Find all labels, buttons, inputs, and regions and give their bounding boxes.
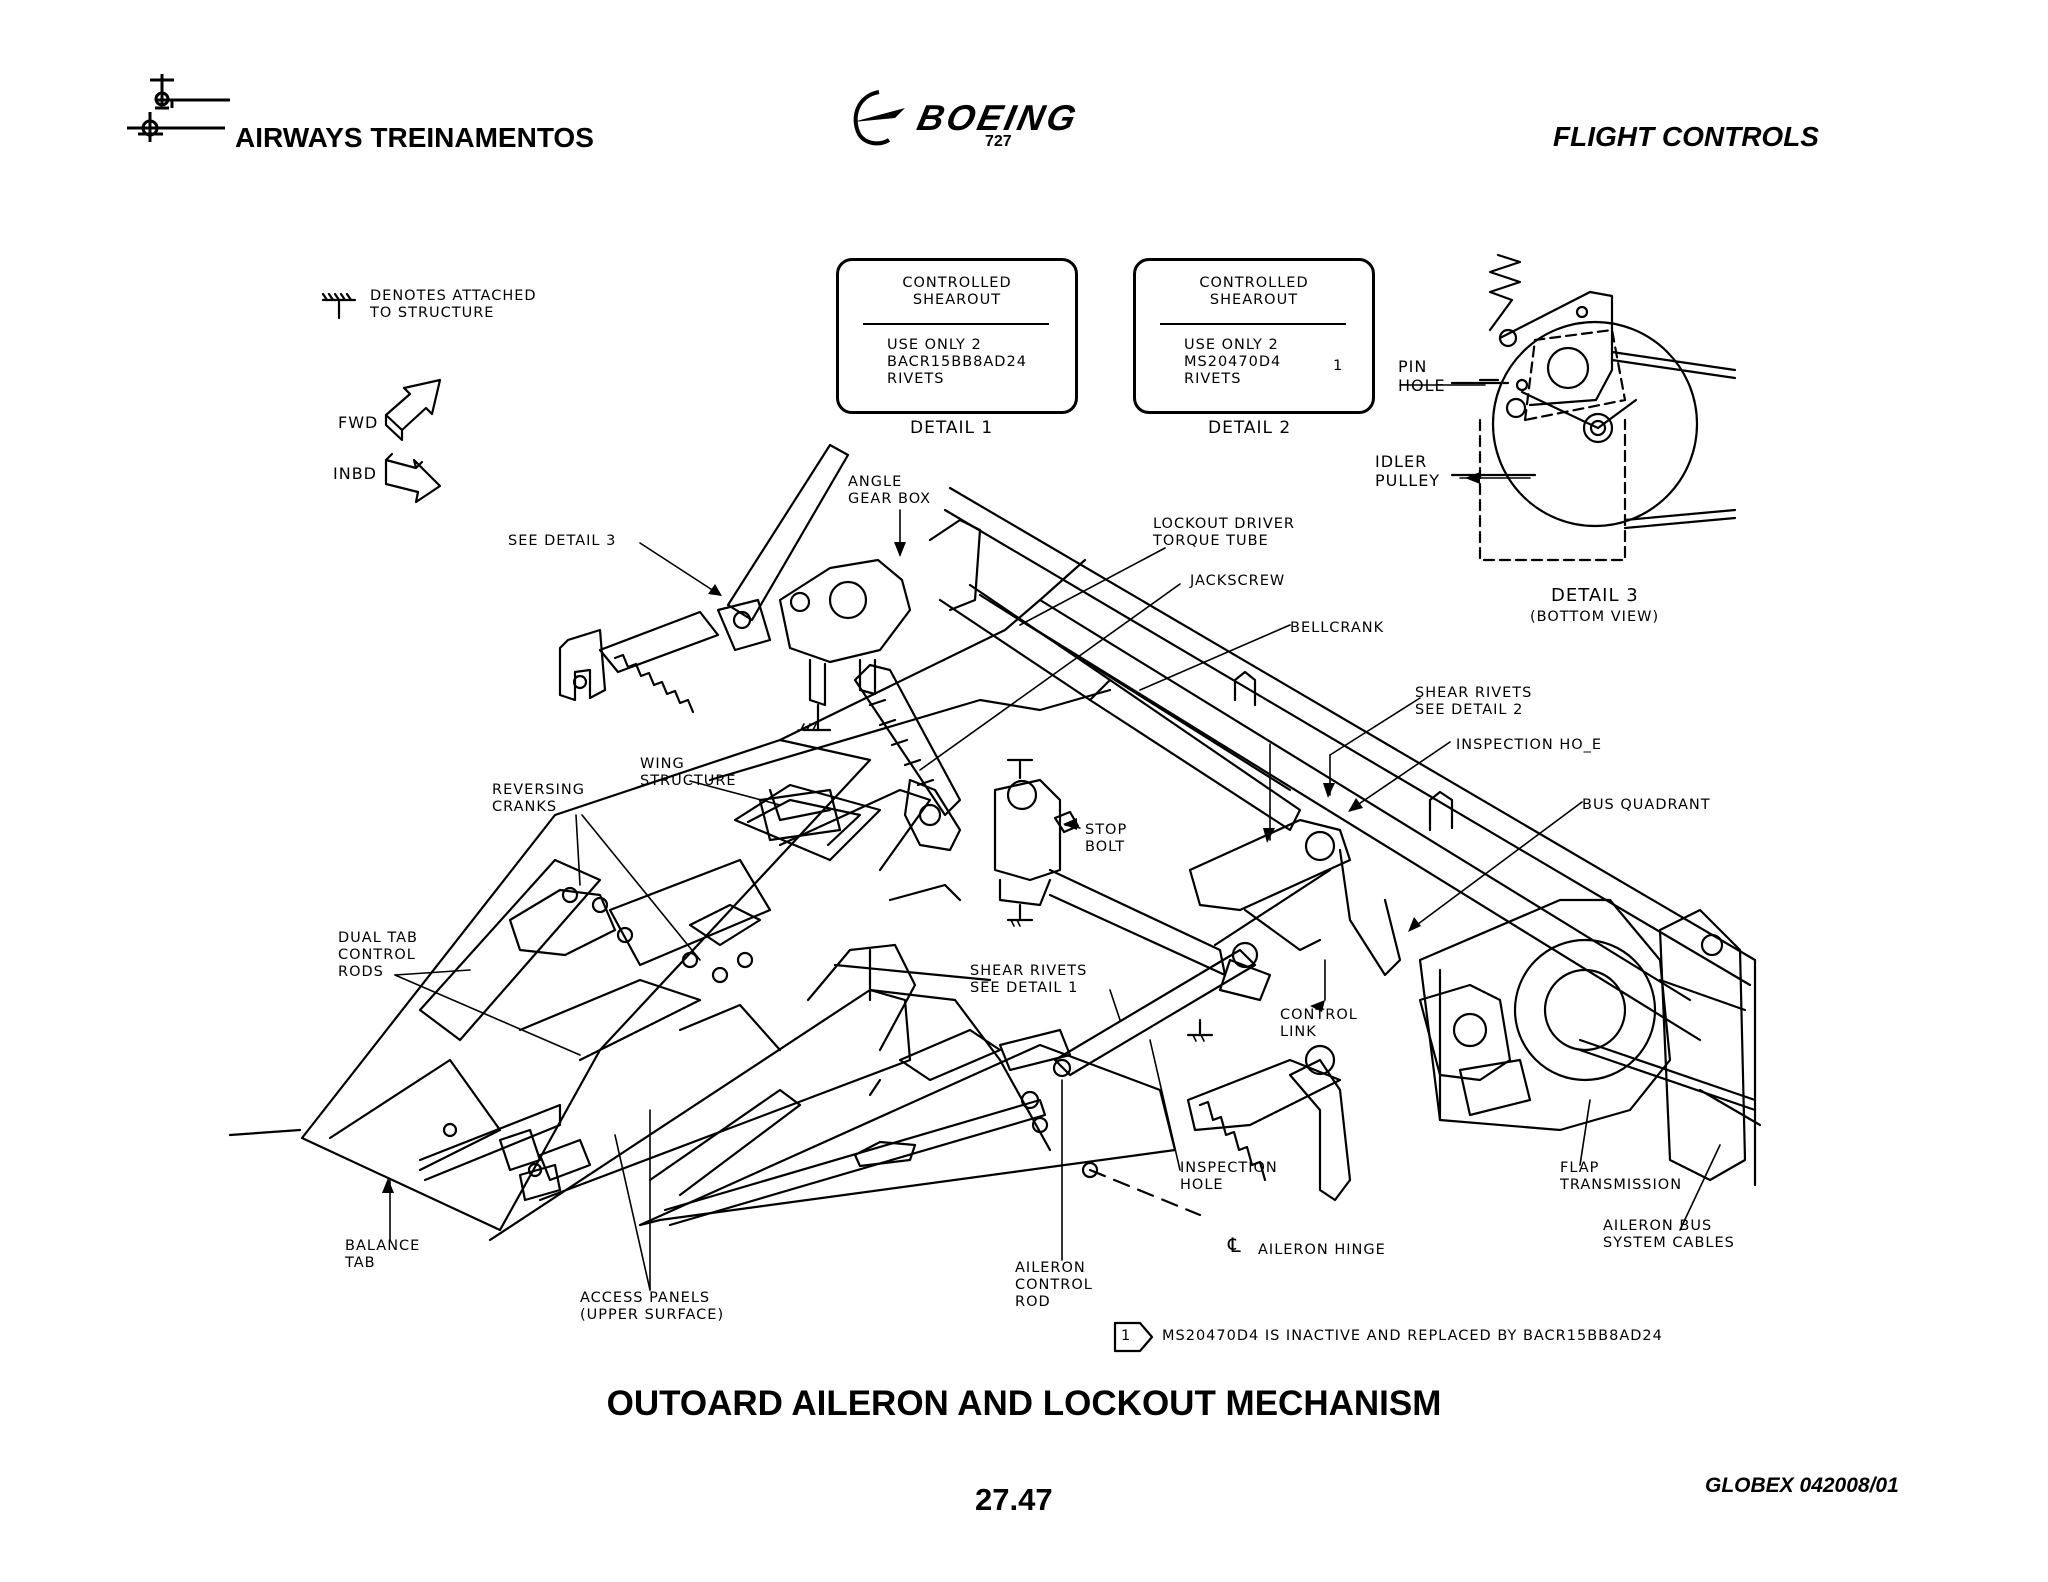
leader-lines — [389, 384, 1721, 1291]
detail-2-box: CONTROLLED SHEAROUT USE ONLY 2 MS20470D4… — [1133, 258, 1375, 414]
detail-3-pulley — [1450, 253, 1737, 562]
detail-1-divider — [863, 323, 1049, 325]
angle-gear-box — [726, 443, 912, 732]
label-shear-rivets-detail-1: SHEAR RIVETS SEE DETAIL 1 — [970, 963, 1088, 996]
label-bellcrank: BELLCRANK — [1290, 620, 1385, 636]
label-aileron-bus-cables: AILERON BUS SYSTEM CABLES — [1603, 1218, 1735, 1251]
label-see-detail-3: SEE DETAIL 3 — [508, 533, 617, 549]
label-pin-hole: PIN HOLE — [1398, 357, 1446, 395]
detail-2-text: USE ONLY 2 MS20470D4 RIVETS — [1184, 337, 1282, 387]
detail-3-subcaption: (BOTTOM VIEW) — [1530, 609, 1660, 625]
label-balance-tab: BALANCE TAB — [345, 1238, 421, 1271]
stop-bolt-assembly — [993, 758, 1227, 977]
detail-2-title: CONTROLLED SHEAROUT — [1199, 275, 1309, 308]
wing-structure-block — [733, 783, 882, 862]
hinge-centerline-icon: ℄ — [1228, 1233, 1242, 1257]
label-stop-bolt: STOP BOLT — [1085, 822, 1128, 855]
airways-logo-icon — [127, 74, 230, 142]
detail-2-flag-number: 1 — [1333, 358, 1344, 374]
aileron-surface — [228, 558, 1202, 1242]
detail-1-title: CONTROLLED SHEAROUT — [902, 275, 1012, 308]
company-name: AIRWAYS TREINAMENTOS — [235, 122, 594, 153]
legend-fwd: FWD — [338, 413, 379, 432]
document-reference: GLOBEX 042008/01 — [1705, 1474, 1899, 1497]
boeing-logo-icon — [853, 90, 905, 146]
page-number: 27.47 — [975, 1482, 1053, 1517]
detail-1-box: CONTROLLED SHEAROUT USE ONLY 2 BACR15BB8… — [836, 258, 1078, 414]
lockout-driver-torque-tube — [928, 518, 1302, 832]
label-wing-structure: WING STRUCTURE — [640, 756, 737, 789]
flap-transmission — [1186, 898, 1762, 1202]
label-control-link: CONTROL LINK — [1280, 1007, 1358, 1040]
label-dual-tab-control-rods: DUAL TAB CONTROL RODS — [338, 930, 418, 980]
detail-2-divider — [1160, 323, 1346, 325]
section-title: FLIGHT CONTROLS — [1553, 121, 1819, 152]
label-bus-quadrant: BUS QUADRANT — [1582, 797, 1711, 813]
detail-3-caption: DETAIL 3 — [1551, 585, 1639, 606]
label-angle-gear-box: ANGLE GEAR BOX — [848, 474, 932, 507]
label-aileron-control-rod: AILERON CONTROL ROD — [1015, 1260, 1093, 1310]
detail-2-caption: DETAIL 2 — [1208, 418, 1292, 438]
attached-to-structure-icon — [321, 292, 357, 320]
label-jackscrew: JACKSCREW — [1190, 573, 1286, 589]
figure-title: OUTOARD AILERON AND LOCKOUT MECHANISM — [606, 1384, 1442, 1423]
label-aileron-hinge: AILERON HINGE — [1258, 1242, 1386, 1258]
label-reversing-cranks: REVERSING CRANKS — [492, 782, 585, 815]
label-lockout-driver: LOCKOUT DRIVER TORQUE TUBE — [1153, 516, 1295, 549]
note-text: MS20470D4 IS INACTIVE AND REPLACED BY BA… — [1162, 1328, 1663, 1344]
label-flap-transmission: FLAP TRANSMISSION — [1560, 1160, 1683, 1193]
label-inspection-hole-bottom: INSPECTION HOLE — [1180, 1160, 1278, 1193]
fwd-arrow-icon — [384, 378, 442, 442]
note-flag-icon — [1113, 1321, 1154, 1353]
note-flag-number: 1 — [1121, 1328, 1132, 1344]
inbd-arrow-icon — [384, 452, 442, 504]
detail-1-caption: DETAIL 1 — [910, 418, 994, 438]
jackscrew — [853, 663, 962, 852]
detail-1-text: USE ONLY 2 BACR15BB8AD24 RIVETS — [887, 337, 1027, 387]
legend-inbd: INBD — [333, 464, 377, 483]
spring-bracket — [558, 598, 772, 714]
model-number: 727 — [985, 133, 1012, 150]
label-access-panels: ACCESS PANELS (UPPER SURFACE) — [580, 1290, 725, 1323]
label-idler-pulley: IDLER PULLEY — [1375, 452, 1441, 490]
legend-attached-text: DENOTES ATTACHED TO STRUCTURE — [370, 288, 537, 321]
label-shear-rivets-detail-2: SHEAR RIVETS SEE DETAIL 2 — [1415, 685, 1533, 718]
label-inspection-hole-top: INSPECTION HO_E — [1456, 737, 1603, 753]
